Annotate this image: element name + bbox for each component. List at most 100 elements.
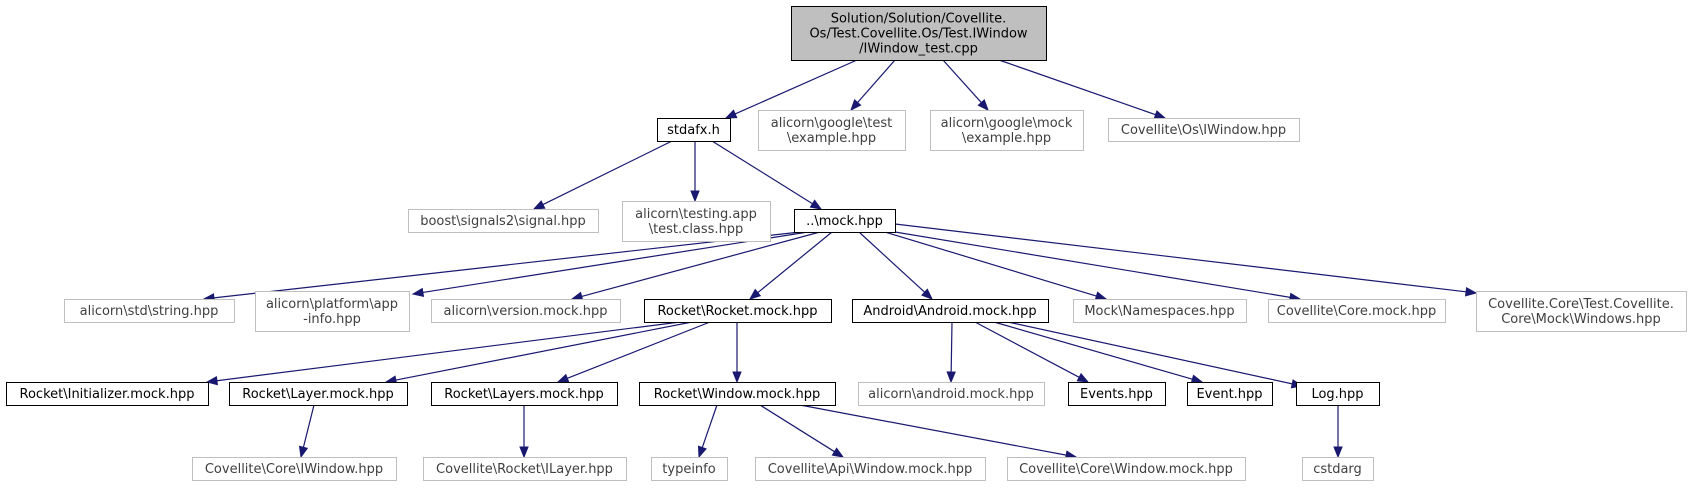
- node-events[interactable]: Events.hpp: [1068, 382, 1166, 406]
- node-label-line: Rocket\Rocket.mock.hpp: [657, 304, 817, 319]
- node-label-line: Covellite\Os\IWindow.hpp: [1121, 123, 1286, 138]
- edge-line: [213, 231, 801, 299]
- node-box: [192, 457, 397, 481]
- node-core-iwindow[interactable]: Covellite\Core\IWindow.hpp: [192, 457, 397, 481]
- edge-root-to-stdafx: [724, 59, 858, 119]
- edges: [202, 59, 1478, 460]
- node-label-line: Os/Test.Covellite.Os/Test.IWindow: [809, 27, 1027, 42]
- edge-mock-to-platform: [411, 231, 809, 298]
- edge-rocket-to-initializer: [205, 321, 681, 386]
- node-box: [255, 291, 410, 332]
- node-root[interactable]: Solution/Solution/Covellite.Os/Test.Cove…: [791, 6, 1047, 61]
- edge-line: [542, 140, 673, 206]
- node-string[interactable]: alicorn\std\string.hpp: [64, 299, 235, 323]
- edge-line: [759, 404, 835, 453]
- node-label-line: Android\Android.mock.hpp: [863, 304, 1036, 319]
- node-namespaces[interactable]: Mock\Namespaces.hpp: [1073, 299, 1247, 323]
- node-box: [1108, 118, 1300, 142]
- node-label-line: Rocket\Window.mock.hpp: [654, 387, 820, 402]
- node-gtest[interactable]: alicorn\google\test\example.hpp: [758, 110, 906, 151]
- node-core-window[interactable]: Covellite\Core\Window.mock.hpp: [1007, 457, 1246, 481]
- arrowhead: [732, 371, 742, 384]
- edge-mock-to-version: [570, 231, 821, 301]
- node-label-line: Rocket\Layer.mock.hpp: [242, 387, 393, 402]
- node-box: [1007, 457, 1246, 481]
- arrowhead: [1076, 372, 1090, 383]
- edge-mock-to-rocket: [748, 231, 833, 300]
- node-label-line: -info.hpp: [303, 312, 361, 327]
- node-testing[interactable]: alicorn\testing.app\test.class.hpp: [622, 201, 771, 242]
- edge-line: [942, 59, 982, 103]
- node-android-mock[interactable]: alicorn\android.mock.hpp: [858, 382, 1045, 406]
- node-box: [794, 209, 896, 233]
- edge-root-to-gtest: [850, 59, 896, 112]
- node-core-mock[interactable]: Covellite\Core.mock.hpp: [1268, 299, 1446, 323]
- node-label-line: alicorn\testing.app: [635, 207, 757, 222]
- edge-layers-to-ilayer: [519, 405, 529, 459]
- edge-window_mock-to-core_window: [799, 404, 1078, 460]
- edge-line: [894, 231, 1291, 298]
- node-version[interactable]: alicorn\version.mock.hpp: [431, 299, 621, 323]
- edge-root-to-gmock: [942, 59, 989, 112]
- node-label-line: Covellite.Core\Test.Covellite.: [1488, 297, 1674, 312]
- edge-android-to-android_mock: [946, 321, 956, 384]
- edge-mock-to-namespaces: [884, 231, 1108, 301]
- edge-android-to-events: [974, 321, 1090, 383]
- node-label-line: Log.hpp: [1311, 387, 1363, 402]
- node-label-line: Covellite\Core\IWindow.hpp: [205, 462, 383, 477]
- node-cstdarg[interactable]: cstdarg: [1302, 457, 1374, 481]
- node-label-line: Solution/Solution/Covellite.: [831, 12, 1006, 27]
- edge-mock-to-core_windows: [894, 223, 1478, 297]
- node-signal[interactable]: boost\signals2\signal.hpp: [408, 209, 599, 233]
- node-android[interactable]: Android\Android.mock.hpp: [852, 299, 1049, 323]
- arrowhead: [205, 375, 219, 386]
- edge-line: [894, 223, 1467, 293]
- node-layer[interactable]: Rocket\Layer.mock.hpp: [229, 382, 408, 406]
- node-gmock[interactable]: alicorn\google\mock\example.hpp: [930, 110, 1084, 151]
- node-box: [755, 457, 986, 481]
- node-iwindow-os[interactable]: Covellite\Os\IWindow.hpp: [1108, 118, 1300, 142]
- node-log[interactable]: Log.hpp: [1296, 382, 1380, 406]
- node-layers[interactable]: Rocket\Layers.mock.hpp: [431, 382, 618, 406]
- node-api-window[interactable]: Covellite\Api\Window.mock.hpp: [755, 457, 986, 481]
- arrowhead: [697, 445, 707, 459]
- arrowhead: [1465, 287, 1478, 297]
- node-label-line: Covellite\Core.mock.hpp: [1277, 304, 1436, 319]
- node-box: [1187, 382, 1273, 406]
- node-event[interactable]: Event.hpp: [1187, 382, 1273, 406]
- node-mock[interactable]: ..\mock.hpp: [794, 209, 896, 233]
- node-window-mock[interactable]: Rocket\Window.mock.hpp: [639, 382, 836, 406]
- edge-line: [216, 321, 681, 382]
- node-label-line: Rocket\Layers.mock.hpp: [444, 387, 603, 402]
- node-box: [1302, 457, 1374, 481]
- node-label-line: alicorn\version.mock.hpp: [444, 304, 608, 319]
- node-label-line: Covellite\Rocket\ILayer.hpp: [436, 462, 613, 477]
- node-box: [852, 299, 1049, 323]
- node-initializer[interactable]: Rocket\Initializer.mock.hpp: [6, 382, 209, 406]
- node-ilayer[interactable]: Covellite\Rocket\ILayer.hpp: [423, 457, 627, 481]
- node-stdafx[interactable]: stdafx.h: [657, 118, 731, 142]
- node-box: [639, 382, 836, 406]
- edge-line: [422, 231, 809, 294]
- node-label-line: \test.class.hpp: [649, 222, 744, 237]
- node-box: [229, 382, 408, 406]
- node-box: [1068, 382, 1166, 406]
- node-label-line: alicorn\google\test: [771, 116, 892, 131]
- node-box: [423, 457, 627, 481]
- arrowhead: [1333, 446, 1343, 459]
- node-rocket[interactable]: Rocket\Rocket.mock.hpp: [644, 299, 832, 323]
- nodes: Solution/Solution/Covellite.Os/Test.Cove…: [6, 6, 1687, 481]
- edge-window_mock-to-api_window: [759, 404, 845, 458]
- arrowhead: [946, 371, 956, 384]
- node-typeinfo[interactable]: typeinfo: [651, 457, 728, 481]
- node-box: [1268, 299, 1446, 323]
- arrowhead: [748, 288, 762, 300]
- edge-android-to-event: [993, 321, 1204, 384]
- edge-layer-to-core_iwindow: [298, 404, 315, 459]
- node-platform[interactable]: alicorn\platform\app-info.hpp: [255, 291, 410, 332]
- node-box: [64, 299, 235, 323]
- edge-line: [757, 231, 833, 294]
- node-box: [431, 382, 618, 406]
- node-core-windows[interactable]: Covellite.Core\Test.Covellite.Core\Mock\…: [1476, 291, 1687, 332]
- arrowhead: [556, 373, 570, 383]
